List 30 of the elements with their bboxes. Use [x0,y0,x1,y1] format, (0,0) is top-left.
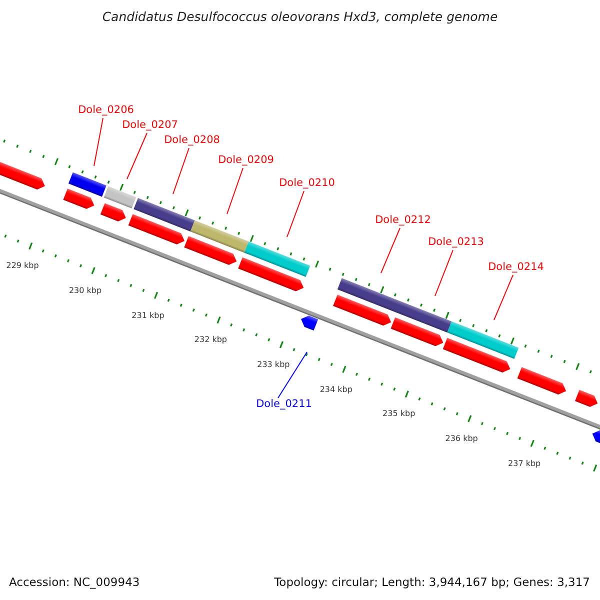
leader-line [126,132,148,180]
scale-label: 235 kbp [382,408,416,420]
title: Candidatus Desulfococcus oleovorans Hxd3, complete genome [101,9,499,25]
leader-line [94,118,104,166]
accession-text: Accession: NC_009943 [9,574,140,591]
gene-label: Dole_0209 [218,154,274,167]
scale-label: 230 kbp [68,285,102,298]
leader-line [226,168,244,214]
scale-label: 231 kbp [132,310,164,322]
leader-line [286,190,304,238]
leader-line [380,228,400,274]
leader-line [434,250,454,296]
leader-line [278,352,308,398]
scale-label: 236 kbp [445,433,478,446]
gene-label: Dole_0207 [122,119,178,132]
scale-label: 233 kbp [257,359,290,372]
gene-label: Dole_0206 [78,104,134,117]
leader-line [494,274,514,320]
scale-label: 234 kbp [320,384,352,396]
scale-label: 237 kbp [508,458,541,470]
gene-label: Dole_0213 [428,236,484,249]
gene-label: Dole_0210 [279,177,335,190]
gene-label: Dole_0214 [488,261,544,274]
gene-label: Dole_0208 [164,134,220,147]
scale-label: 232 kbp [194,334,227,346]
scale-label: 229 kbp [6,260,39,272]
genome-info-text: Topology: circular; Length: 3,944,167 bp; Genes: 3,317 [274,574,590,591]
gene-label: Dole_0211 [256,398,312,411]
leader-line [172,148,190,194]
gene-label: Dole_0212 [375,214,431,227]
